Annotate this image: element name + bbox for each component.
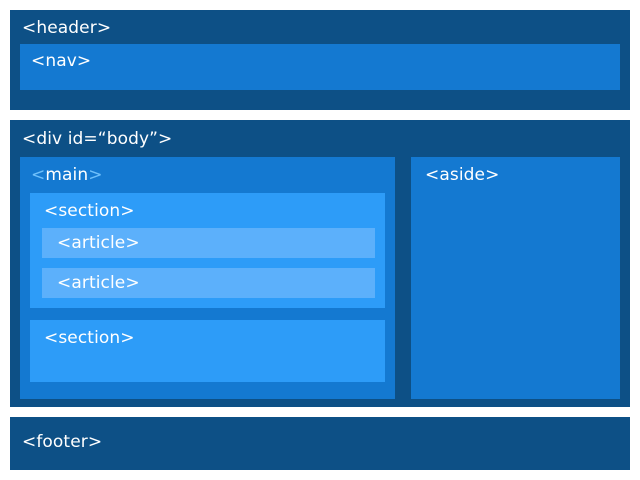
spacer-body-footer bbox=[10, 407, 630, 417]
body-div-label: <div id=“body”> bbox=[22, 129, 173, 149]
aside-block: <aside> bbox=[411, 157, 620, 399]
spacer-main-aside bbox=[395, 157, 411, 399]
main-label: <main> bbox=[31, 165, 385, 185]
nav-block: <nav> bbox=[20, 44, 620, 90]
article-block: <article> bbox=[42, 268, 375, 298]
nav-label: <nav> bbox=[31, 51, 92, 71]
spacer-header-body bbox=[10, 110, 630, 120]
section-block: <section> bbox=[30, 320, 385, 382]
section-label: <section> bbox=[44, 201, 135, 221]
footer-label: <footer> bbox=[22, 432, 103, 452]
body-columns: <main> <section> <article> <article> <se… bbox=[20, 157, 620, 399]
header-block: <header> <nav> bbox=[10, 10, 630, 110]
main-label-text: main bbox=[45, 165, 89, 185]
aside-label: <aside> bbox=[425, 165, 500, 185]
article-label: <article> bbox=[57, 233, 140, 253]
section-block: <section> <article> <article> bbox=[30, 193, 385, 308]
header-label: <header> bbox=[22, 18, 112, 38]
main-block: <main> <section> <article> <article> <se… bbox=[20, 157, 395, 399]
main-label-open-bracket: < bbox=[31, 165, 46, 185]
article-label: <article> bbox=[57, 273, 140, 293]
section-label: <section> bbox=[44, 328, 135, 348]
article-block: <article> bbox=[42, 228, 375, 258]
body-div-block: <div id=“body”> <main> <section> <articl… bbox=[10, 120, 630, 407]
footer-block: <footer> bbox=[10, 417, 630, 470]
main-label-close-bracket: > bbox=[88, 165, 103, 185]
